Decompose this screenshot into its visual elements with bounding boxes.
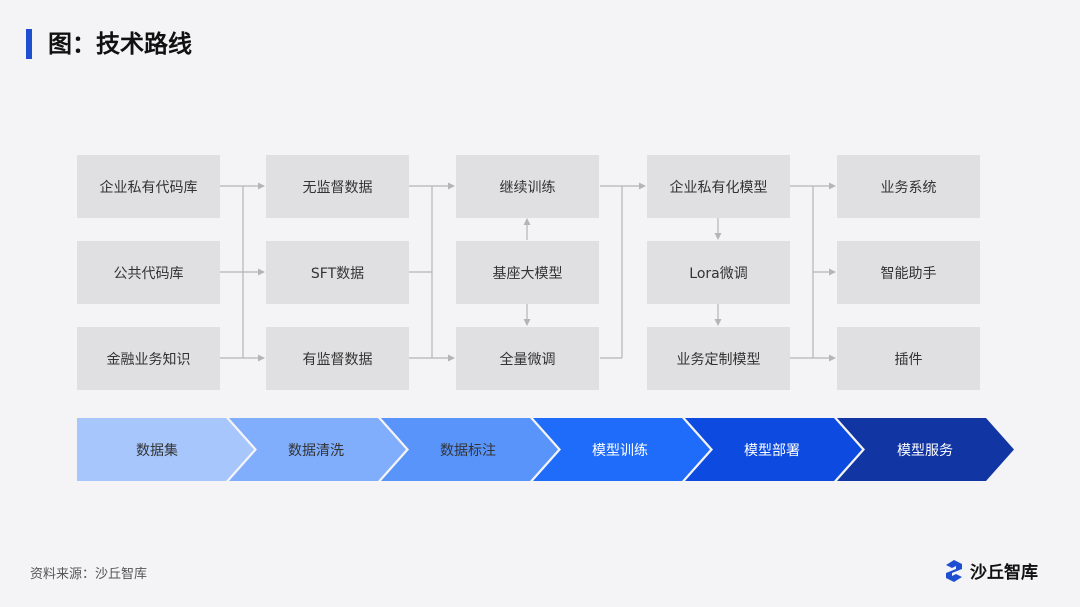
node-private-model: 企业私有化模型 bbox=[647, 155, 790, 218]
node-full-finetune: 全量微调 bbox=[456, 327, 599, 390]
title-accent-bar bbox=[26, 29, 32, 59]
logo-icon bbox=[946, 559, 962, 582]
node-business-system: 业务系统 bbox=[837, 155, 980, 218]
source-note: 资料来源：沙丘智库 bbox=[30, 567, 148, 582]
node-plugins: 插件 bbox=[837, 327, 980, 390]
pipeline-step-1-shape bbox=[77, 418, 254, 481]
page-title: 图：技术路线 bbox=[48, 30, 192, 58]
node-sft-data: SFT数据 bbox=[266, 241, 409, 304]
pipeline-step-2-shape bbox=[229, 418, 406, 481]
pipeline-step-training: 模型训练 bbox=[592, 442, 648, 459]
node-continued-training: 继续训练 bbox=[456, 155, 599, 218]
pipeline-step-cleaning: 数据清洗 bbox=[288, 442, 344, 459]
pipeline-step-4-shape bbox=[533, 418, 710, 481]
node-custom-model: 业务定制模型 bbox=[647, 327, 790, 390]
brand-logo: 沙丘智库 bbox=[944, 558, 1038, 583]
node-base-model: 基座大模型 bbox=[456, 241, 599, 304]
pipeline-step-deployment: 模型部署 bbox=[744, 442, 800, 459]
node-unsupervised-data: 无监督数据 bbox=[266, 155, 409, 218]
pipeline-step-5-shape bbox=[685, 418, 862, 481]
logo-text: 沙丘智库 bbox=[970, 563, 1038, 583]
pipeline-step-dataset: 数据集 bbox=[136, 442, 178, 459]
pipeline-step-labeling: 数据标注 bbox=[440, 442, 496, 459]
pipeline-step-6-shape bbox=[837, 418, 1014, 481]
pipeline-step-3-shape bbox=[381, 418, 558, 481]
node-lora-finetune: Lora微调 bbox=[647, 241, 790, 304]
node-finance-knowledge: 金融业务知识 bbox=[77, 327, 220, 390]
node-supervised-data: 有监督数据 bbox=[266, 327, 409, 390]
pipeline-step-serving: 模型服务 bbox=[897, 442, 953, 459]
node-private-codebase: 企业私有代码库 bbox=[77, 155, 220, 218]
node-public-codebase: 公共代码库 bbox=[77, 241, 220, 304]
node-smart-assistant: 智能助手 bbox=[837, 241, 980, 304]
